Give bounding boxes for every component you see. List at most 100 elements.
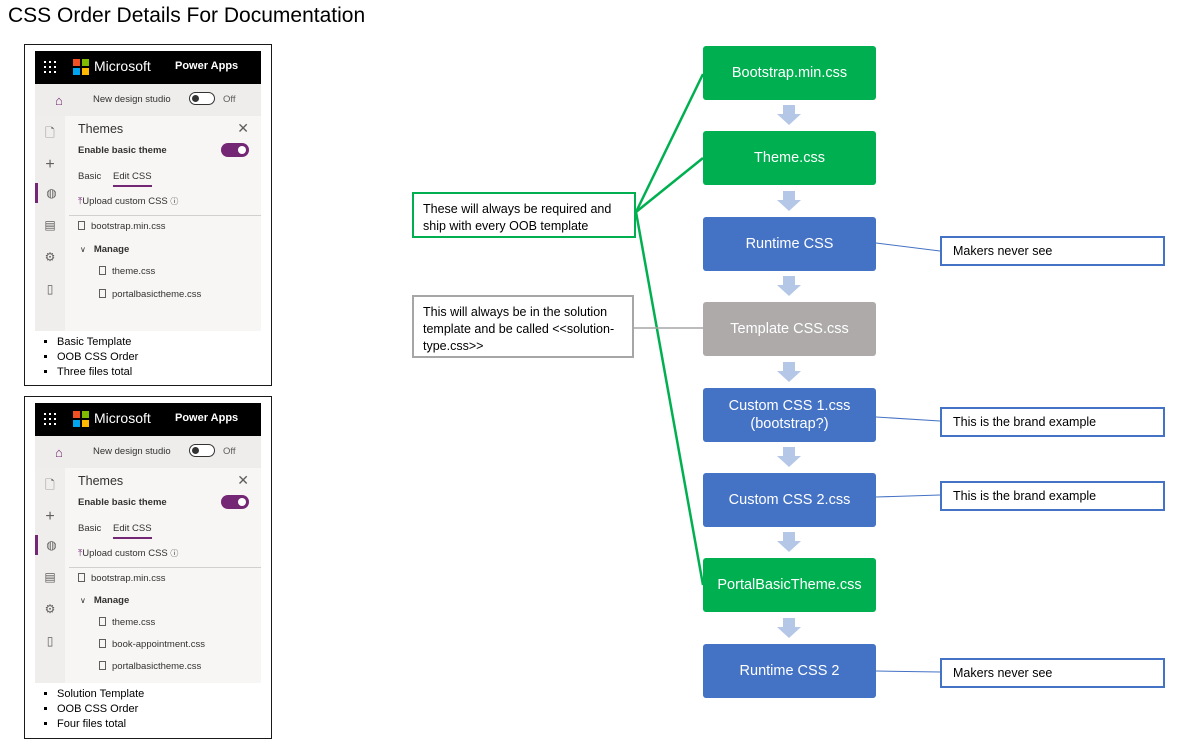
enable-basic-theme-label: Enable basic theme: [78, 497, 167, 508]
manage-label: Manage: [93, 595, 130, 606]
flow-custom-css-2: Custom CSS 2.css: [703, 473, 876, 527]
down-arrow-icon: [777, 362, 801, 382]
connector-custom-css-2: [875, 494, 941, 498]
file-item[interactable]: portalbasictheme.css: [99, 661, 201, 672]
power-apps-screenshot: Microsoft Power Apps ⌂ New design studio…: [35, 403, 261, 683]
down-arrow-icon: [777, 276, 801, 296]
runtime-css-note: Makers never see: [940, 236, 1165, 266]
design-studio-toggle[interactable]: [189, 444, 215, 457]
divider: [69, 215, 261, 216]
bullet-item: Solution Template: [57, 687, 144, 702]
flow-runtime-css: Runtime CSS: [703, 217, 876, 271]
themes-pane: Themes ✕ Enable basic theme Basic Edit C…: [65, 116, 261, 331]
upload-label: Upload custom CSS: [82, 196, 168, 207]
mobile-icon[interactable]: ▯: [46, 282, 54, 296]
microsoft-logo-icon: [73, 411, 89, 427]
microsoft-label: Microsoft: [94, 58, 151, 74]
design-studio-bar: ⌂ New design studio Off: [35, 84, 261, 116]
file-item[interactable]: theme.css: [99, 617, 155, 628]
file-icon: [78, 573, 85, 582]
tab-basic[interactable]: Basic: [78, 171, 102, 182]
custom-css-2-note: This is the brand example: [940, 481, 1165, 511]
enable-basic-theme-toggle[interactable]: [221, 495, 249, 509]
toggle-state-label: Off: [223, 94, 236, 105]
tab-basic[interactable]: Basic: [78, 523, 102, 534]
product-name: Power Apps: [175, 60, 239, 72]
connector-bootstrap: [634, 73, 705, 213]
file-icon: [99, 639, 106, 648]
add-icon[interactable]: +: [45, 156, 55, 173]
enable-basic-theme-label: Enable basic theme: [78, 145, 167, 156]
themes-icon[interactable]: ◍: [35, 183, 65, 203]
flow-portalbasictheme-css: PortalBasicTheme.css: [703, 558, 876, 612]
product-name: Power Apps: [175, 412, 239, 424]
down-arrow-icon: [777, 532, 801, 552]
file-name: theme.css: [112, 266, 156, 277]
file-icon: [99, 617, 106, 626]
settings-icon[interactable]: ⚙: [44, 602, 56, 616]
app-launcher-icon[interactable]: [44, 413, 56, 425]
file-item[interactable]: bootstrap.min.css: [78, 221, 165, 232]
components-icon[interactable]: ▤: [44, 218, 56, 232]
runtime-css-2-note: Makers never see: [940, 658, 1165, 688]
themes-icon[interactable]: ◍: [35, 535, 65, 555]
file-name: bootstrap.min.css: [91, 573, 166, 584]
flow-theme-css: Theme.css: [703, 131, 876, 185]
upload-custom-css-button[interactable]: ⤒Upload custom CSS ⓘ: [78, 196, 178, 207]
pages-icon[interactable]: 🗋: [45, 478, 55, 492]
divider: [69, 567, 261, 568]
file-name: theme.css: [112, 617, 156, 628]
flow-runtime-css-2: Runtime CSS 2: [703, 644, 876, 698]
custom-css-1-note: This is the brand example: [940, 407, 1165, 437]
tab-edit-css[interactable]: Edit CSS: [113, 171, 152, 187]
connector-custom-css-1: [875, 416, 941, 422]
file-icon: [99, 661, 106, 670]
down-arrow-icon: [777, 447, 801, 467]
side-rail: 🗋 + ◍ ▤ ⚙ ▯: [35, 468, 65, 683]
enable-basic-theme-toggle[interactable]: [221, 143, 249, 157]
top-bar: Microsoft Power Apps: [35, 51, 261, 84]
required-files-note: These will always be required and ship w…: [412, 192, 636, 238]
connector-runtime-css-2: [875, 670, 941, 673]
mobile-icon[interactable]: ▯: [46, 634, 54, 648]
home-icon[interactable]: ⌂: [55, 93, 63, 108]
file-name: book-appointment.css: [112, 639, 205, 650]
file-icon: [78, 221, 85, 230]
flow-bootstrap-min-css: Bootstrap.min.css: [703, 46, 876, 100]
file-name: bootstrap.min.css: [91, 221, 166, 232]
components-icon[interactable]: ▤: [44, 570, 56, 584]
settings-icon[interactable]: ⚙: [44, 250, 56, 264]
solution-template-bullets: Solution Template OOB CSS Order Four fil…: [43, 687, 144, 732]
basic-template-bullets: Basic Template OOB CSS Order Three files…: [43, 335, 138, 380]
file-item[interactable]: bootstrap.min.css: [78, 573, 165, 584]
page-title: CSS Order Details For Documentation: [8, 4, 366, 27]
basic-template-panel: Microsoft Power Apps ⌂ New design studio…: [24, 44, 272, 386]
add-icon[interactable]: +: [45, 508, 55, 525]
manage-group[interactable]: ∨Manage: [80, 244, 129, 255]
flow-custom-css-1: Custom CSS 1.css (bootstrap?): [703, 388, 876, 442]
file-item[interactable]: theme.css: [99, 266, 155, 277]
tab-edit-css[interactable]: Edit CSS: [113, 523, 152, 539]
close-icon[interactable]: ✕: [237, 472, 249, 488]
file-item[interactable]: portalbasictheme.css: [99, 289, 201, 300]
home-icon[interactable]: ⌂: [55, 445, 63, 460]
microsoft-logo-icon: [73, 59, 89, 75]
upload-label: Upload custom CSS: [82, 548, 168, 559]
manage-group[interactable]: ∨ Manage: [80, 595, 129, 606]
file-icon: [99, 289, 106, 298]
app-launcher-icon[interactable]: [44, 61, 56, 73]
upload-icon: ⤒: [78, 548, 83, 559]
close-icon[interactable]: ✕: [237, 120, 249, 136]
side-rail: 🗋 + ◍ ▤ ⚙ ▯: [35, 116, 65, 331]
file-item[interactable]: book-appointment.css: [99, 639, 205, 650]
themes-title: Themes: [78, 474, 124, 488]
pages-icon[interactable]: 🗋: [45, 126, 55, 140]
chevron-down-icon: ∨: [80, 596, 86, 605]
down-arrow-icon: [777, 618, 801, 638]
design-studio-toggle[interactable]: [189, 92, 215, 105]
bullet-item: Basic Template: [57, 335, 138, 350]
upload-custom-css-button[interactable]: ⤒Upload custom CSS ⓘ: [78, 548, 178, 559]
new-design-studio-label: New design studio: [93, 446, 171, 457]
bullet-item: OOB CSS Order: [57, 702, 144, 717]
